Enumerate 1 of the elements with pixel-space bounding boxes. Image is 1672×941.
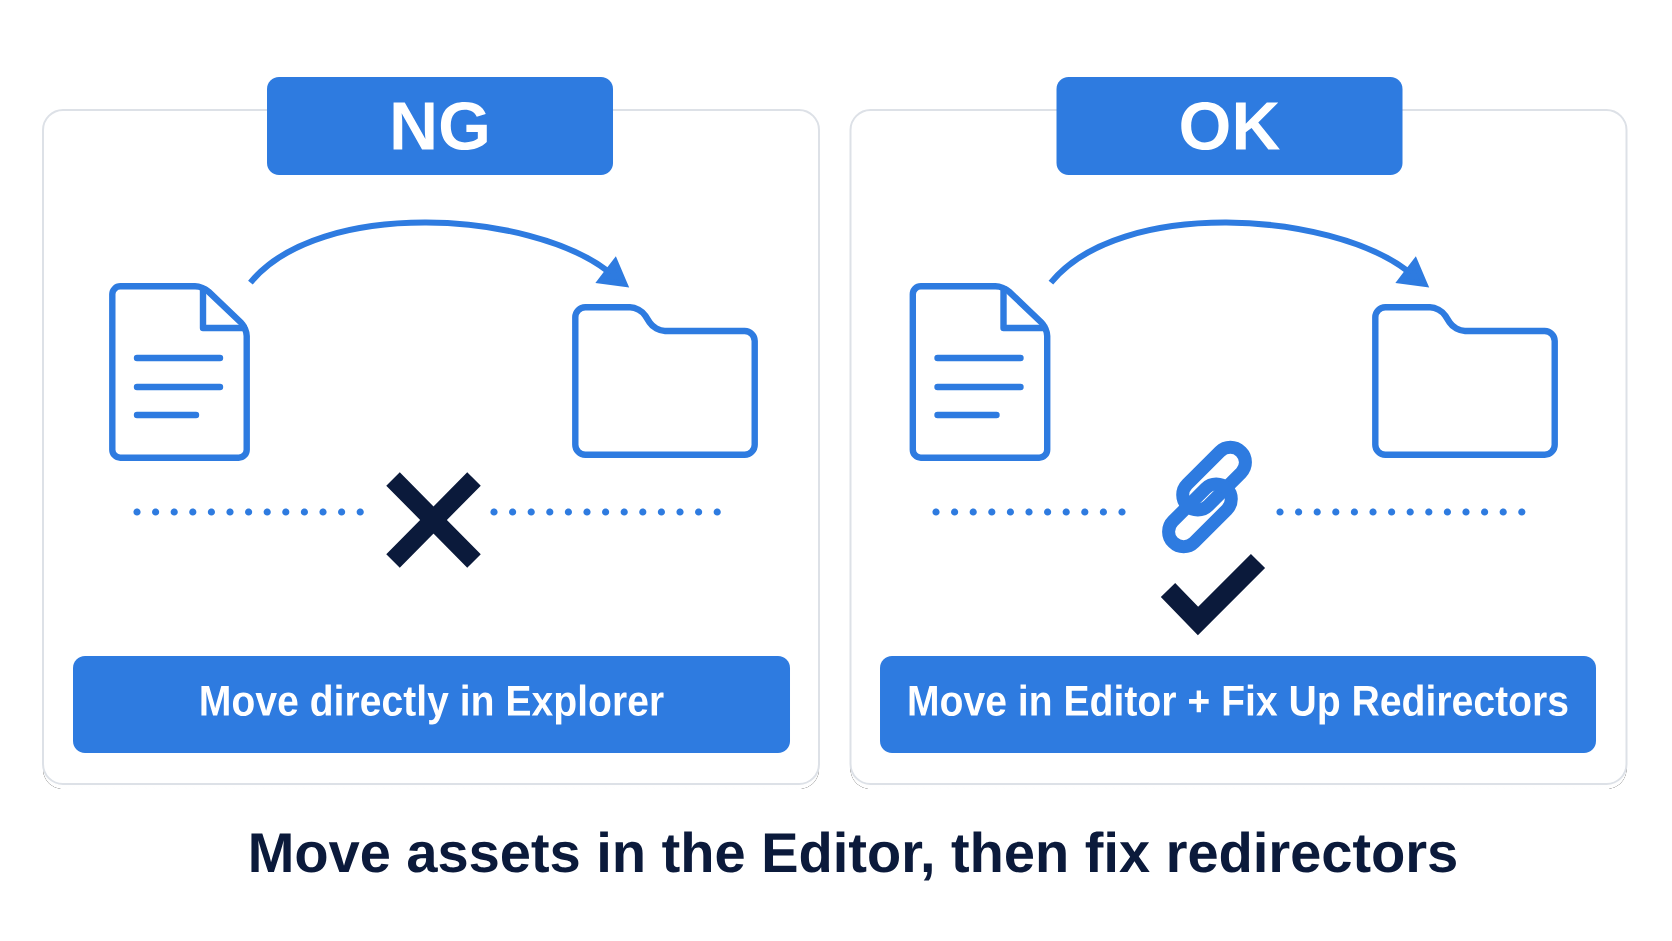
caption: Move assets in the Editor, then fix redirectors	[251, 831, 1456, 881]
